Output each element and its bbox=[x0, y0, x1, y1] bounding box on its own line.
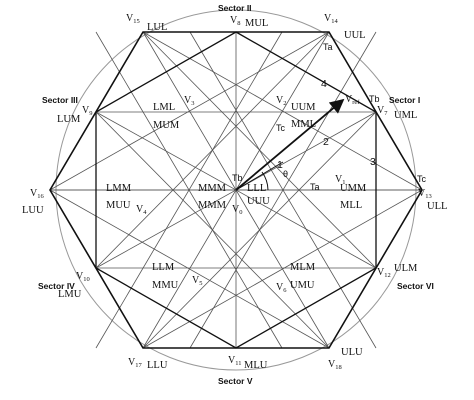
timing-tb-sector1: Tb bbox=[369, 94, 380, 104]
svg-text:V1: V1 bbox=[335, 174, 345, 186]
mid-vector-v11: V11 MLU bbox=[228, 355, 268, 371]
svg-text:MMM: MMM bbox=[198, 183, 227, 194]
timing-tc-inner: Tc bbox=[276, 123, 286, 133]
svg-text:V8: V8 bbox=[230, 15, 240, 27]
svg-text:θ: θ bbox=[283, 169, 288, 179]
svg-text:ULU: ULU bbox=[341, 347, 363, 358]
svg-text:V6: V6 bbox=[276, 282, 287, 294]
svg-text:V13: V13 bbox=[418, 188, 432, 200]
theta-arc bbox=[261, 171, 269, 191]
svg-text:LMU: LMU bbox=[58, 289, 82, 300]
timing-tc-outer: Tc bbox=[417, 174, 427, 184]
svg-text:MMM: MMM bbox=[198, 200, 227, 211]
svg-text:UUU: UUU bbox=[247, 196, 270, 207]
svg-text:V3: V3 bbox=[184, 95, 194, 107]
region-3-label: 3 bbox=[370, 156, 376, 168]
svg-text:MLU: MLU bbox=[244, 360, 268, 371]
outer-vector-v17: V17 LLU bbox=[128, 357, 168, 371]
sector-iii-label: Sector III bbox=[42, 95, 78, 105]
mid-vector-v12: V12 ULM bbox=[377, 263, 418, 279]
reference-vector-label: Vref θ bbox=[283, 94, 360, 179]
inner-vector-v3: V3 LML MUM bbox=[153, 95, 194, 131]
svg-text:UUL: UUL bbox=[344, 30, 366, 41]
inner-vector-v1: V1 UMM MLL bbox=[335, 174, 367, 211]
svg-text:V10: V10 bbox=[76, 271, 90, 283]
svg-text:V14: V14 bbox=[324, 13, 338, 25]
sector-vi-label: Sector VI bbox=[397, 281, 434, 291]
svg-text:V12: V12 bbox=[377, 267, 391, 279]
outer-vector-v18: V18 ULU bbox=[328, 347, 363, 371]
svg-text:LUU: LUU bbox=[22, 205, 44, 216]
svg-text:ULM: ULM bbox=[394, 263, 418, 274]
svg-text:V5: V5 bbox=[192, 275, 202, 287]
svg-text:LLL: LLL bbox=[247, 183, 266, 194]
timing-ta-top: Ta bbox=[323, 42, 333, 52]
zero-vector: MMM MMM LLL UUU V0 bbox=[198, 183, 270, 216]
svg-text:V15: V15 bbox=[126, 13, 140, 25]
svg-text:MMU: MMU bbox=[152, 280, 179, 291]
region-1-label: 1 bbox=[277, 159, 283, 171]
svg-text:MLL: MLL bbox=[340, 200, 362, 211]
region-2-label: 2 bbox=[323, 136, 329, 148]
inner-vector-v5: V5 LLM MMU bbox=[152, 262, 202, 291]
inner-hexagon bbox=[95, 31, 377, 349]
svg-text:LUM: LUM bbox=[57, 114, 81, 125]
timing-tb-origin: Tb bbox=[232, 173, 243, 183]
outer-vector-v16: V16 LUU bbox=[22, 188, 44, 216]
svg-text:ULL: ULL bbox=[427, 201, 447, 212]
mid-vector-v7: V7 UML bbox=[377, 105, 417, 121]
svg-text:V16: V16 bbox=[30, 188, 44, 200]
svg-text:UMM: UMM bbox=[340, 183, 367, 194]
angle-line bbox=[235, 161, 284, 191]
svg-text:V11: V11 bbox=[228, 355, 242, 367]
svg-text:MLM: MLM bbox=[290, 262, 316, 273]
inner-vector-v6: V6 MLM UMU bbox=[276, 262, 316, 294]
sector-i-label: Sector I bbox=[389, 95, 420, 105]
mid-vector-v9: V9 LUM bbox=[57, 105, 92, 125]
svg-text:V2: V2 bbox=[276, 95, 286, 107]
reference-vector-arrow bbox=[235, 98, 345, 191]
timing-ta-inner: Ta bbox=[310, 182, 320, 192]
svg-text:V7: V7 bbox=[377, 105, 388, 117]
svg-text:V9: V9 bbox=[82, 105, 92, 117]
svg-text:Vref: Vref bbox=[345, 94, 360, 106]
svg-text:LLM: LLM bbox=[152, 262, 175, 273]
svg-text:MUU: MUU bbox=[106, 200, 131, 211]
svg-text:LUL: LUL bbox=[147, 22, 167, 33]
svg-text:V17: V17 bbox=[128, 357, 142, 369]
svg-text:MUL: MUL bbox=[245, 18, 268, 29]
svg-text:UUM: UUM bbox=[291, 102, 316, 113]
outer-hexagon bbox=[49, 31, 423, 349]
svg-text:MML: MML bbox=[291, 119, 316, 130]
svg-text:LLU: LLU bbox=[147, 360, 168, 371]
region-4-label: 4 bbox=[321, 78, 327, 90]
svg-text:UML: UML bbox=[394, 110, 417, 121]
sector-iv-label: Sector IV bbox=[38, 281, 75, 291]
inner-vector-v2: V2 UUM MML bbox=[276, 95, 316, 130]
svg-text:V4: V4 bbox=[136, 204, 147, 216]
svg-text:MUM: MUM bbox=[153, 120, 180, 131]
svg-text:V0: V0 bbox=[232, 204, 242, 216]
svg-text:UMU: UMU bbox=[290, 280, 315, 291]
outer-vector-v15: V15 LUL bbox=[126, 13, 167, 33]
svg-text:V18: V18 bbox=[328, 359, 342, 371]
svg-text:LMM: LMM bbox=[106, 183, 132, 194]
mid-vector-v8: V8 MUL bbox=[230, 15, 268, 29]
sector-ii-label: Sector II bbox=[218, 3, 252, 13]
sector-v-label: Sector V bbox=[218, 376, 253, 386]
mid-vector-v10: V10 LMU bbox=[58, 271, 90, 300]
inner-vector-v4: V4 LMM MUU bbox=[106, 183, 147, 216]
svg-text:LML: LML bbox=[153, 102, 175, 113]
outer-vector-v14: V14 UUL bbox=[324, 13, 366, 41]
outer-vector-v13: V13 ULL bbox=[418, 188, 447, 212]
